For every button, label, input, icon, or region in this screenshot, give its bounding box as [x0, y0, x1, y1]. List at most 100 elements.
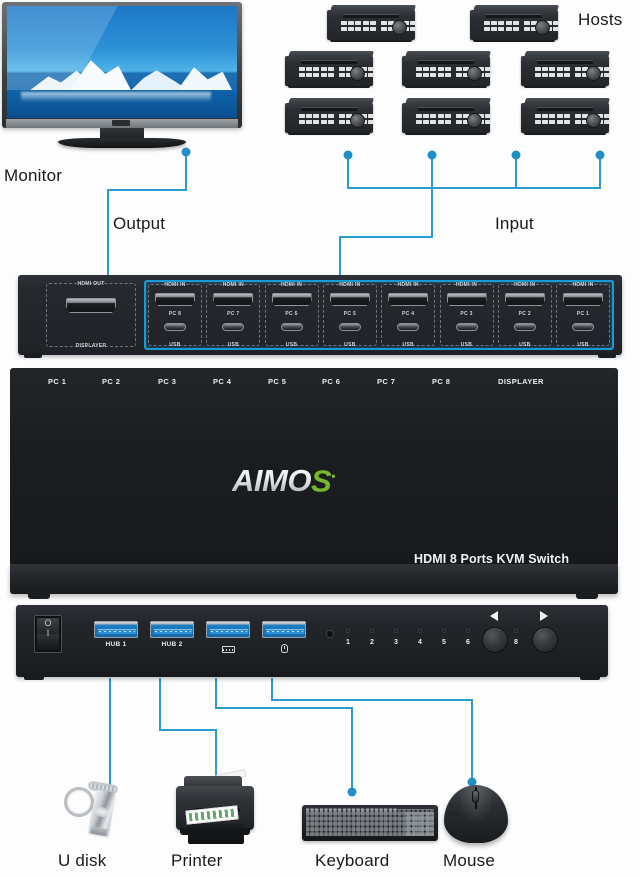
usb-port-hub1[interactable]	[94, 621, 138, 638]
host-knob-icon	[467, 66, 482, 81]
hdmi-out-port-group[interactable]: HDMI OUT DISPLAYER	[46, 281, 136, 349]
led-number-2: 2	[370, 639, 374, 646]
triangle-left-icon	[490, 611, 498, 621]
hdmi-in-highlight-zone	[144, 280, 614, 350]
usb-hub1-label: HUB 1	[105, 641, 127, 648]
kvm-top-label-displayer: DISPLAYER	[498, 377, 544, 386]
kvm-top-face	[10, 368, 618, 566]
hdmi-connector-icon	[329, 293, 370, 306]
wire-endpoint-host-3	[511, 150, 521, 160]
host-button-grid	[535, 114, 610, 128]
usb-c-connector-icon	[397, 323, 420, 331]
host-button-grid	[416, 114, 491, 128]
hdmi-in-label: HDMI IN	[280, 282, 303, 288]
keyboard-label: Keyboard	[315, 851, 390, 870]
hdmi-in-label: HDMI IN	[572, 282, 594, 288]
hdmi-connector-icon	[155, 293, 195, 306]
wire-endpoint-host-2	[427, 150, 437, 160]
host-knob-icon	[392, 20, 407, 35]
usb-c-connector-icon	[280, 323, 303, 331]
hdmi-connector-icon	[271, 293, 312, 306]
kvm-top-label-pc6: PC 6	[322, 377, 341, 386]
usb-port-keyboard[interactable]	[206, 621, 250, 638]
pc-label: PC 2	[518, 311, 531, 317]
udisk-label: U disk	[58, 851, 107, 870]
kvm-top-label-pc1: PC 1	[48, 377, 67, 386]
usb-label: USB	[519, 342, 531, 348]
reset-pinhole[interactable]	[326, 630, 334, 638]
host-knob-icon	[586, 113, 601, 128]
displayer-label: DISPLAYER	[75, 343, 107, 349]
host-device	[521, 50, 611, 88]
monitor-stand-base	[58, 138, 186, 148]
power-switch[interactable]: O I	[34, 615, 62, 653]
output-label: Output	[113, 214, 166, 233]
usb-label: USB	[344, 342, 356, 348]
led-indicator-4	[418, 629, 422, 633]
host-button-grid	[299, 114, 374, 128]
monitor-logo-icon	[112, 120, 130, 126]
host-button-grid	[416, 67, 491, 81]
wire-endpoint-keyboard	[347, 787, 357, 797]
next-channel-button[interactable]	[532, 627, 558, 653]
hdmi-in-label: HDMI IN	[455, 282, 478, 288]
brand-text-primary: AIMO	[232, 463, 311, 499]
pc-label: PC 1	[576, 311, 590, 317]
wire-endpoint-host-1	[343, 150, 353, 160]
usb-label: USB	[169, 342, 181, 348]
power-off-mark: O	[44, 618, 52, 628]
usb-c-connector-icon	[164, 323, 186, 331]
pc-label: PC 8	[168, 311, 182, 317]
led-indicator-1	[346, 629, 350, 633]
hdmi-in-port-pc1[interactable]: HDMI IN PC 1 USB	[556, 282, 611, 348]
monitor-device	[2, 2, 242, 152]
host-button-grid	[341, 21, 416, 35]
wire-endpoint-host-4	[595, 150, 605, 160]
led-indicator-2	[370, 629, 374, 633]
hdmi-connector-icon	[563, 293, 604, 306]
keyboard-icon	[206, 640, 250, 658]
mouse-label: Mouse	[443, 851, 496, 870]
kvm-top-label-pc5: PC 5	[268, 377, 287, 386]
kvm-front-panel: O I HUB 1 HUB 2 12345678	[16, 605, 608, 680]
usb-port-mouse[interactable]	[262, 621, 306, 638]
pc-label: PC 3	[460, 311, 473, 317]
hosts-label: Hosts	[578, 10, 623, 29]
usb-label: USB	[577, 342, 589, 348]
monitor-bezel	[2, 2, 242, 128]
host-device	[285, 50, 375, 88]
host-device	[521, 97, 611, 135]
keyboard-device	[302, 805, 438, 841]
printer-label: Printer	[171, 851, 223, 870]
led-number-6: 6	[466, 639, 470, 646]
mouse-scroll-wheel-icon	[472, 790, 479, 803]
pc-label: PC 5	[343, 311, 357, 317]
led-number-3: 3	[394, 639, 398, 646]
led-indicator-6	[466, 629, 470, 633]
monitor-label: Monitor	[4, 166, 63, 185]
prev-channel-button[interactable]	[482, 627, 508, 653]
kvm-top-label-pc8: PC 8	[432, 377, 451, 386]
hdmi-in-label: HDMI IN	[397, 282, 419, 288]
usb-flash-drive-device	[62, 775, 132, 837]
brand-text-accent: S	[310, 463, 332, 499]
usb-port-hub2[interactable]	[150, 621, 194, 638]
host-knob-icon	[350, 66, 365, 81]
host-knob-icon	[535, 20, 550, 35]
hdmi-connector-icon	[388, 293, 429, 306]
hdmi-connector-icon	[504, 293, 545, 306]
host-button-grid	[484, 21, 559, 35]
host-knob-icon	[350, 113, 365, 128]
kvm-body-front-edge	[10, 564, 618, 594]
kvm-top-label-pc3: PC 3	[158, 377, 177, 386]
usb-label: USB	[402, 342, 414, 348]
hdmi-connector-icon	[446, 293, 487, 306]
